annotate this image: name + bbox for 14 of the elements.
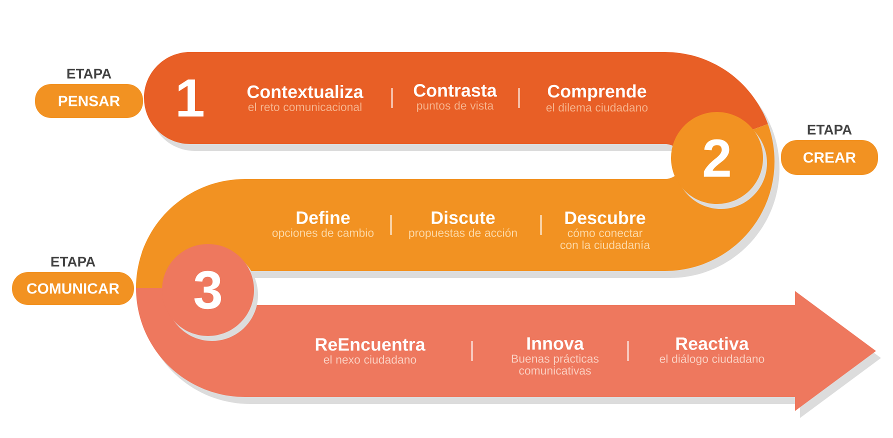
stage-caption: ETAPA xyxy=(808,124,852,134)
stage-caption: ETAPA xyxy=(51,256,96,266)
step-label: Contrasta puntos de vista xyxy=(414,84,497,112)
stage-tab: CREAR xyxy=(781,140,878,175)
step-label: Innova Buenas prácticas comunicativas xyxy=(512,337,599,375)
stage-tab: COMUNICAR xyxy=(12,272,134,305)
step-label: Define opciones de cambio xyxy=(272,210,374,240)
step-label: Comprende el dilema ciudadano xyxy=(546,84,648,112)
step-label: Discute propuestas de acción xyxy=(409,210,517,240)
stage-caption: ETAPA xyxy=(67,68,112,78)
step-label: Reactiva el diálogo ciudadano xyxy=(660,336,764,366)
stage-tab: PENSAR xyxy=(35,84,143,118)
step-label: ReEncuentra el nexo ciudadano xyxy=(316,338,426,364)
step-label: Contextualiza el reto comunicacional xyxy=(247,84,364,112)
